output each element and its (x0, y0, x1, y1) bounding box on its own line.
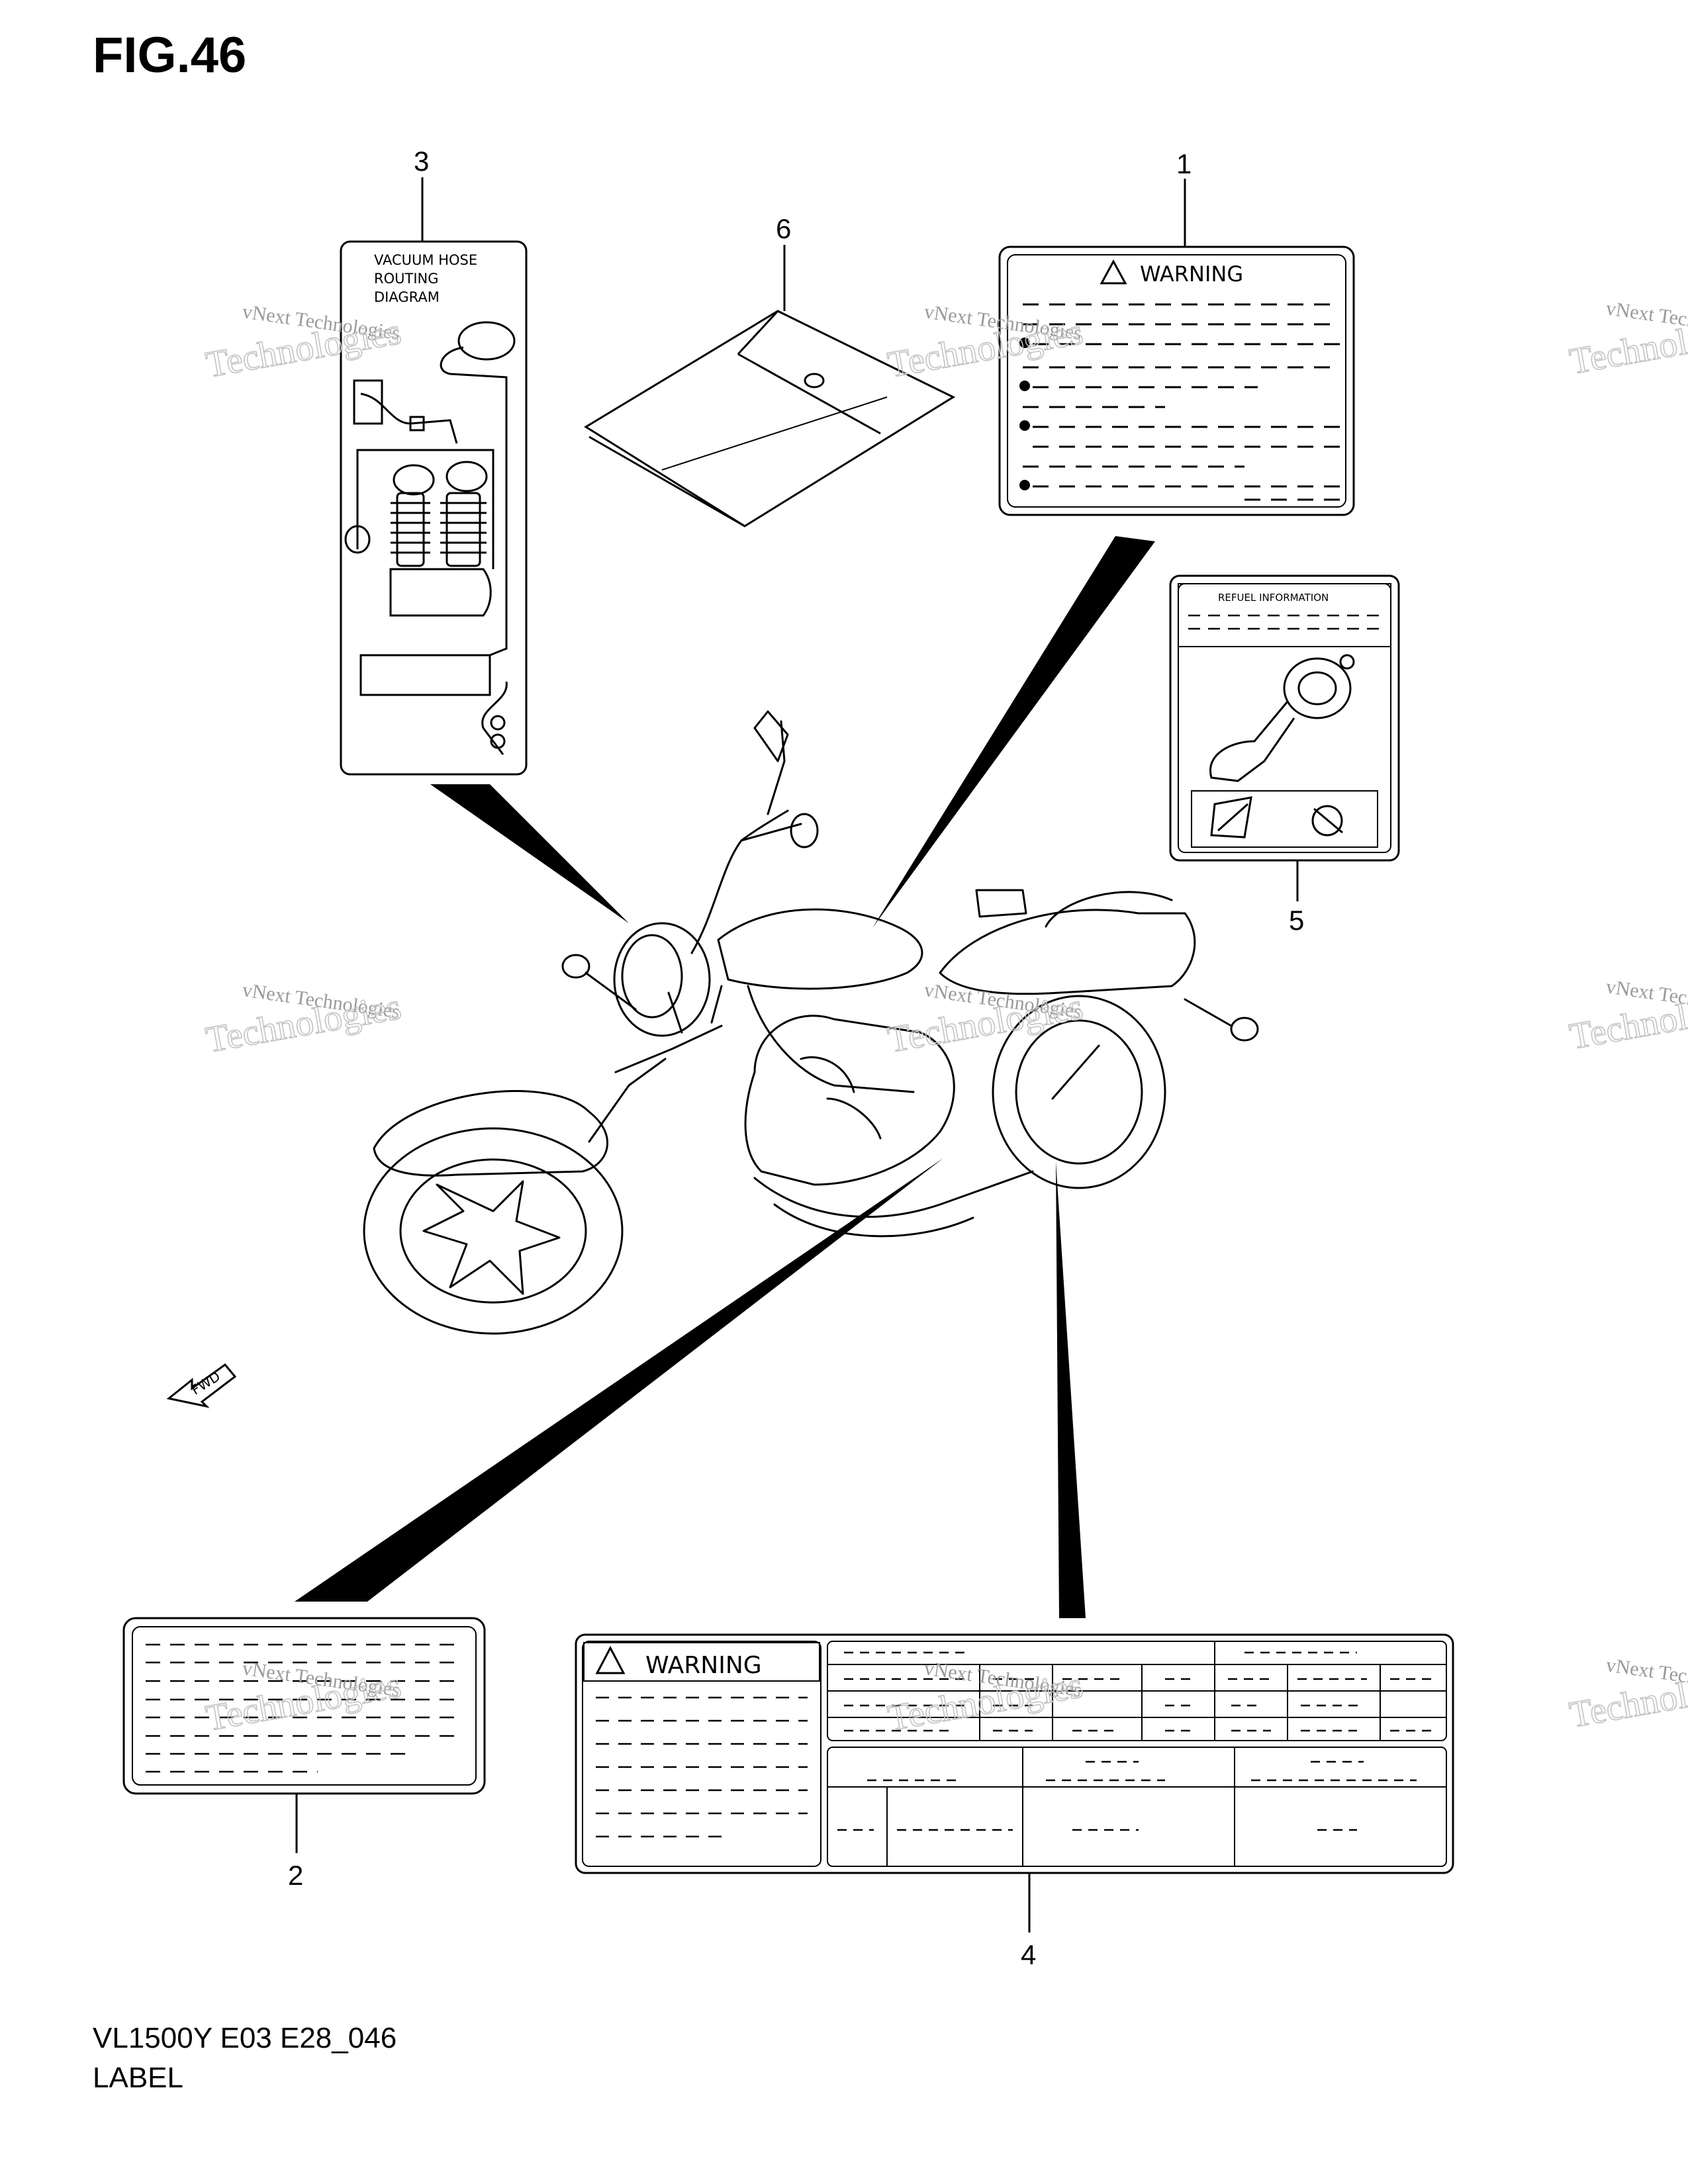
callout-3: 3 (414, 146, 429, 177)
watermark-c: vNext Technologies Technologies (1566, 297, 1688, 383)
watermark-i: vNext Technologies Technologies (1566, 1654, 1688, 1736)
watermark-g: vNext Technologies Technologies (203, 1657, 405, 1739)
engine-cylinder-rear (440, 492, 487, 567)
vacuum-hose-line-2: ROUTING (374, 271, 439, 287)
fuel-tank (717, 908, 923, 990)
seat (939, 909, 1196, 995)
fwd-arrow: FWD (166, 1363, 237, 1408)
front-wheel (363, 1127, 624, 1335)
warning-triangle-icon (1100, 259, 1127, 285)
warning-triangle-icon-4 (595, 1645, 626, 1674)
label-4-warning-heading: WARNING (645, 1652, 762, 1679)
label-2-info (122, 1617, 486, 1795)
callout-1: 1 (1176, 148, 1192, 179)
model-code: VL1500Y E03 E28_046 (93, 2022, 397, 2054)
watermark-d: vNext Technologies Technologies (203, 979, 405, 1061)
pointer-wedge-2 (295, 1158, 943, 1602)
refuel-info-title: REFUEL INFORMATION (1218, 592, 1329, 604)
pointer-wedge-3 (430, 784, 629, 923)
watermark-h: vNext Technologies Technologies (884, 1657, 1087, 1739)
label-1-warning-heading: WARNING (1140, 261, 1243, 287)
engine (744, 1015, 955, 1186)
watermark-b: vNext Technologies Technologies (884, 300, 1087, 386)
label-1-warning: WARNING (998, 246, 1355, 516)
section-label: LABEL (93, 2062, 183, 2094)
pointer-wedges (295, 536, 1155, 1618)
rear-wheel (992, 995, 1166, 1189)
callout-5: 5 (1289, 905, 1304, 936)
motorcycle-illustration (363, 710, 1259, 1335)
watermark-a: vNext Technologies Technologies (203, 300, 405, 386)
label-5-refuel-info: REFUEL INFORMATION (1169, 574, 1400, 862)
front-fender (373, 1090, 608, 1177)
leader-lines (295, 177, 1299, 1933)
callout-4: 4 (1021, 1939, 1036, 1970)
engine-cylinder-front (391, 492, 430, 567)
label-4-warning-table: WARNING (575, 1633, 1454, 1874)
vacuum-hose-line-1: VACUUM HOSE (374, 252, 477, 268)
vacuum-hose-line-3: DIAGRAM (374, 289, 440, 305)
figure-title: FIG.46 (93, 27, 247, 83)
callout-numbers: 1 2 3 4 5 6 (288, 146, 1304, 1970)
watermarks: vNext Technologies Technologies vNext Te… (203, 297, 1688, 1739)
callout-2: 2 (288, 1860, 303, 1891)
watermark-f: vNext Technologies Technologies (1566, 976, 1688, 1058)
pointer-wedge-4 (1056, 1161, 1086, 1618)
watermark-e: vNext Technologies Technologies (884, 979, 1087, 1061)
label-6-manual-sheet (584, 310, 956, 527)
callout-6: 6 (776, 213, 791, 244)
headlight (613, 922, 711, 1037)
label-3-vacuum-hose-diagram: VACUUM HOSE ROUTING DIAGRAM (340, 240, 528, 776)
pointer-wedge-1 (872, 536, 1155, 928)
